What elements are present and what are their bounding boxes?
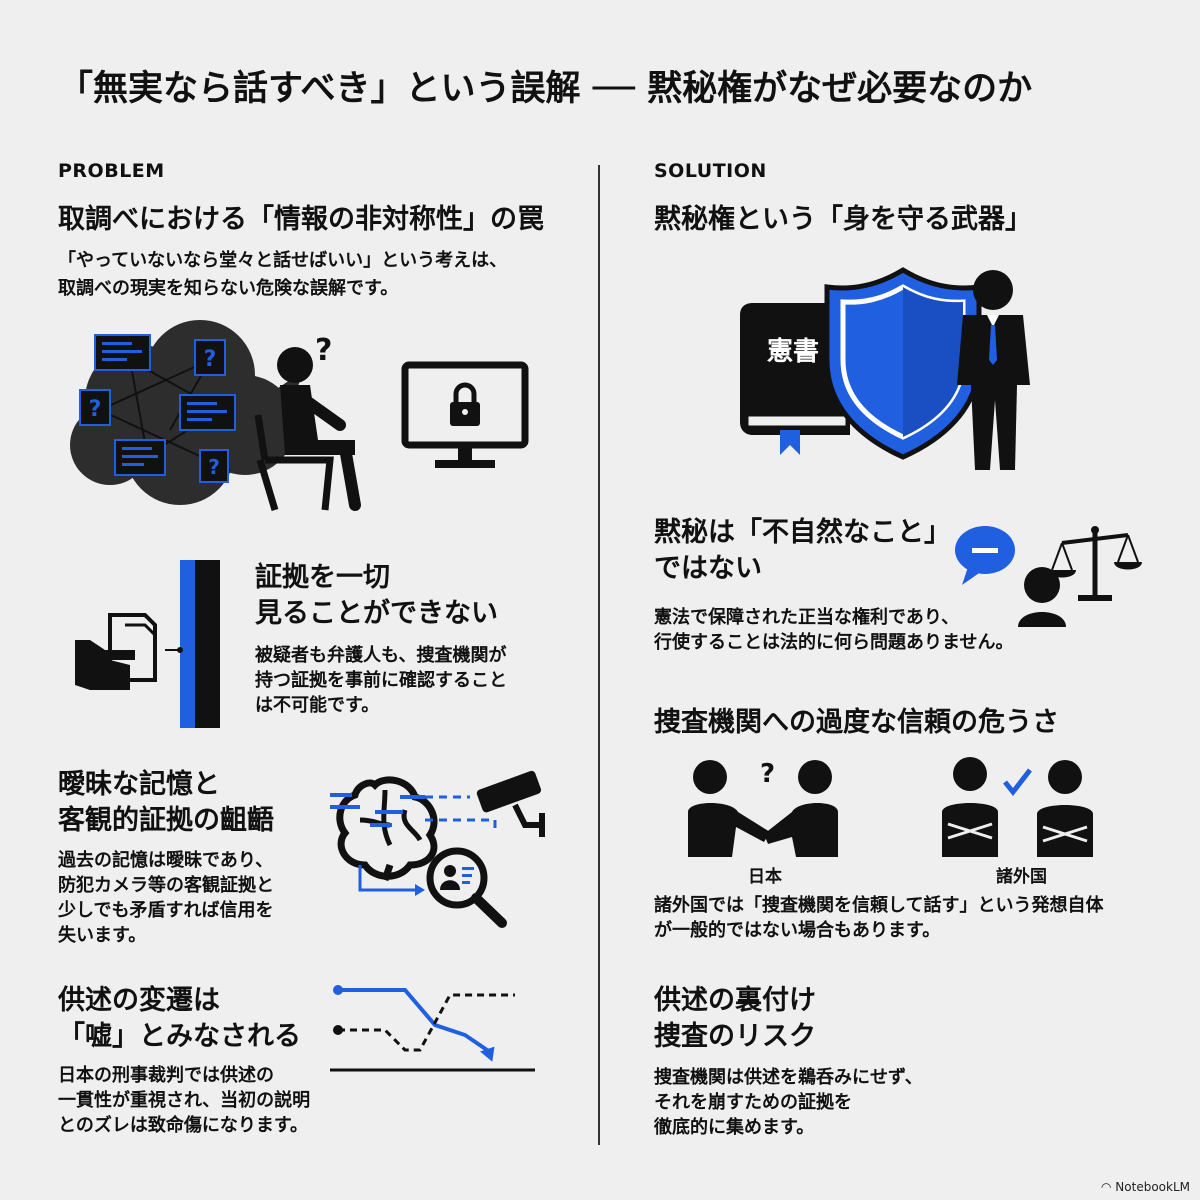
hand-document-icon (75, 613, 157, 690)
caption-japan: 日本 (748, 867, 782, 887)
blocked-evidence-illustration (75, 560, 220, 728)
magnifier-icon (426, 847, 507, 928)
seated-person-icon: ? (254, 333, 361, 512)
notebooklm-logo-icon: ◠ (1101, 1180, 1116, 1194)
svg-text:?: ? (760, 759, 775, 789)
section-trust-heading: 捜査機関への過度な信頼の危うさ (654, 707, 1059, 738)
section-silence-heading: 黙秘は「不自然なこと」 ではない (654, 517, 951, 584)
section-memory-heading: 曖昧な記憶と 客観的証拠の齟齬 (58, 769, 274, 836)
problem-intro: 「やっていないなら堂々と話せばいい」という考えは、 取調べの現実を知らない危険な… (58, 250, 508, 299)
section-silence-body: 憲法で保障された正当な権利であり、 行使することは法的に何ら問題ありません。 (654, 607, 1014, 653)
book-title: 憲書 (767, 336, 819, 367)
solution-heading: 黙秘権という「身を守る武器」 (654, 204, 1032, 235)
section-evidence-heading: 証拠を一切 見ることができない (255, 562, 498, 629)
justice-illustration (955, 526, 1142, 627)
svg-text:?: ? (315, 333, 332, 368)
constitution-book-icon: 憲書 (740, 303, 850, 455)
statement-deviation-graph-icon (330, 985, 535, 1072)
memory-vs-evidence-illustration (330, 770, 545, 928)
section-evidence-body: 被疑者も弁護人も、捜査機関が 持つ証拠を事前に確認すること は不可能です。 (255, 645, 507, 716)
foreign-crossed-arms-icon (942, 757, 1093, 857)
locked-monitor-icon (401, 361, 529, 468)
notebooklm-watermark: ◠ NotebookLM (1101, 1180, 1190, 1194)
scales-of-justice-icon (1048, 526, 1142, 601)
right-to-silence-illustration: 憲書 (740, 267, 1030, 470)
section-statement-body: 日本の刑事裁判では供述の 一貫性が重視され、当初の説明 とのズレは致命傷になりま… (58, 1065, 311, 1136)
caption-foreign: 諸外国 (996, 867, 1047, 887)
suited-person-icon (957, 270, 1030, 470)
svg-text:?: ? (204, 347, 217, 372)
person-silhouette-icon (1018, 567, 1066, 627)
connector-lines (358, 795, 497, 896)
problem-label: PROBLEM (58, 160, 165, 182)
security-camera-icon (476, 770, 545, 837)
section-memory-body: 過去の記憶は曖昧であり、 防犯カメラ等の客観証拠と 少しでも矛盾すれば信用を 失… (58, 850, 274, 946)
confusion-cloud-icon: ? ? ? (70, 320, 305, 505)
section-corroboration-body: 捜査機関は供述を鵜呑みにせず、 それを崩すための証拠を 徹底的に集めます。 (654, 1067, 923, 1138)
section-trust-body: 諸外国では「捜査機関を信頼して話す」という発想自体 が一般的ではない場合もありま… (654, 895, 1104, 941)
solution-label: SOLUTION (654, 160, 767, 182)
svg-text:?: ? (208, 455, 220, 479)
svg-text:?: ? (89, 397, 102, 422)
brain-icon (330, 776, 438, 882)
information-asymmetry-illustration: ? ? ? ? (70, 320, 529, 512)
section-statement-heading: 供述の変遷は 「嘘」とみなされる (58, 985, 301, 1052)
shield-icon (824, 267, 982, 460)
section-corroboration-heading: 供述の裏付け 捜査のリスク (654, 985, 816, 1052)
silent-speech-bubble-icon (955, 526, 1015, 585)
page-title: 「無実なら話すべき」という誤解 ── 黙秘権がなぜ必要なのか (58, 69, 1033, 109)
wall-icon (165, 560, 220, 728)
japan-handshake-icon: ? (688, 759, 838, 857)
trust-comparison-illustration: ? (688, 757, 1093, 857)
column-divider (598, 165, 600, 1145)
problem-heading: 取調べにおける「情報の非対称性」の罠 (58, 204, 544, 235)
